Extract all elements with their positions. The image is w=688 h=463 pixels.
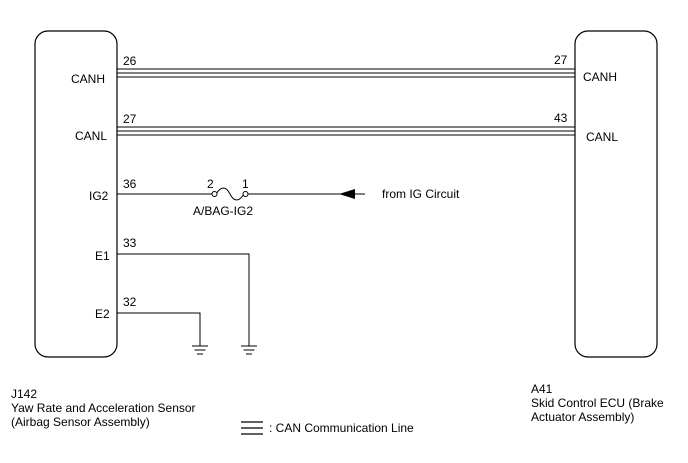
left-terminal-canl-label: CANL — [75, 129, 108, 143]
left-pin-ig2: 36 — [123, 177, 137, 191]
canh-bus-line — [117, 68, 575, 78]
left-pin-canh: 26 — [123, 54, 137, 68]
fuse-pin-left: 2 — [207, 177, 214, 191]
fuse-pin-right: 1 — [242, 177, 249, 191]
fuse-symbol — [215, 187, 245, 201]
fuse-name: A/BAG-IG2 — [193, 204, 254, 218]
e2-ground-wire — [117, 312, 208, 355]
legend-text: : CAN Communication Line — [269, 421, 414, 435]
left-pin-canl: 27 — [123, 112, 137, 126]
right-component-name-line1: Skid Control ECU (Brake — [531, 396, 664, 410]
left-component-code: J142 — [11, 387, 38, 401]
source-label: from IG Circuit — [382, 187, 460, 201]
canl-bus-line — [117, 126, 575, 136]
source-arrow — [339, 189, 355, 199]
left-terminal-e1-label: E1 — [95, 249, 110, 263]
left-pin-e2: 32 — [123, 295, 137, 309]
left-terminal-ig2-label: IG2 — [89, 189, 109, 203]
right-terminal-canh-label: CANH — [583, 70, 618, 84]
fuse-terminal-2 — [211, 191, 218, 197]
ig2-wire — [117, 187, 365, 201]
right-terminal-canl-label: CANL — [586, 130, 619, 144]
right-pin-canl: 43 — [554, 111, 568, 125]
legend-can-symbol — [241, 421, 263, 435]
e1-ground-wire — [117, 253, 257, 355]
left-pin-e1: 33 — [123, 236, 137, 250]
left-terminal-e2-label: E2 — [95, 307, 110, 321]
right-component-box — [574, 30, 658, 358]
fuse-terminal-1 — [242, 191, 249, 197]
left-component-name-line1: Yaw Rate and Acceleration Sensor — [11, 401, 196, 415]
right-component-code: A41 — [531, 382, 553, 396]
left-terminal-canh-label: CANH — [71, 72, 106, 86]
left-component-name-line2: (Airbag Sensor Assembly) — [11, 415, 150, 429]
right-pin-canh: 27 — [554, 53, 568, 67]
right-component-name-line2: Actuator Assembly) — [531, 410, 635, 424]
